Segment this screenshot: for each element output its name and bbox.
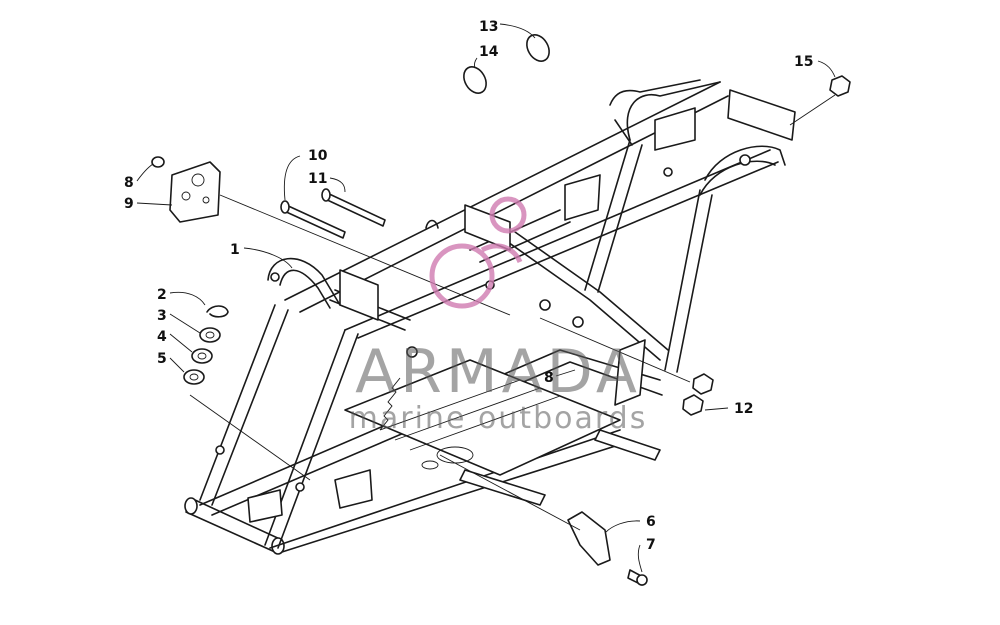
callout-3: 3 (157, 308, 167, 324)
leader-lines (136, 23, 836, 573)
callout-14: 14 (479, 44, 499, 60)
callout-9: 9 (124, 196, 134, 212)
callout-15: 15 (794, 54, 813, 70)
plate-9-and-nut-8 (151, 156, 221, 223)
callout-6: 6 (646, 514, 656, 530)
callout-8-left: 8 (124, 175, 134, 191)
watermark-logo-swoosh (480, 243, 523, 264)
parts-2-5-stack (183, 305, 229, 385)
nuts-12 (682, 373, 714, 416)
watermark-title: ARMADA (355, 337, 641, 407)
callout-12: 12 (734, 401, 753, 417)
bolts-10-11 (280, 188, 386, 239)
callout-4: 4 (157, 329, 167, 345)
callout-13: 13 (479, 19, 498, 35)
callout-2: 2 (157, 287, 167, 303)
watermark-logo-dot (489, 196, 527, 234)
nut-15 (829, 75, 851, 97)
callout-10: 10 (308, 148, 328, 164)
clamps-13-14 (463, 34, 550, 94)
callout-labels: 1 2 3 4 5 6 7 8 8 9 10 11 12 13 14 15 (124, 19, 813, 553)
callout-11: 11 (308, 171, 327, 187)
main-frame (184, 79, 796, 555)
armada-watermark: ARMADA marine outboards (349, 196, 648, 436)
callout-5: 5 (157, 351, 167, 367)
callout-8-center: 8 (544, 370, 554, 386)
watermark-logo-ring (429, 243, 495, 309)
callout-1: 1 (230, 242, 240, 258)
watermark-subtitle: marine outboards (349, 401, 648, 436)
callout-7: 7 (646, 537, 656, 553)
bracket-6-bolt-7 (567, 511, 648, 586)
